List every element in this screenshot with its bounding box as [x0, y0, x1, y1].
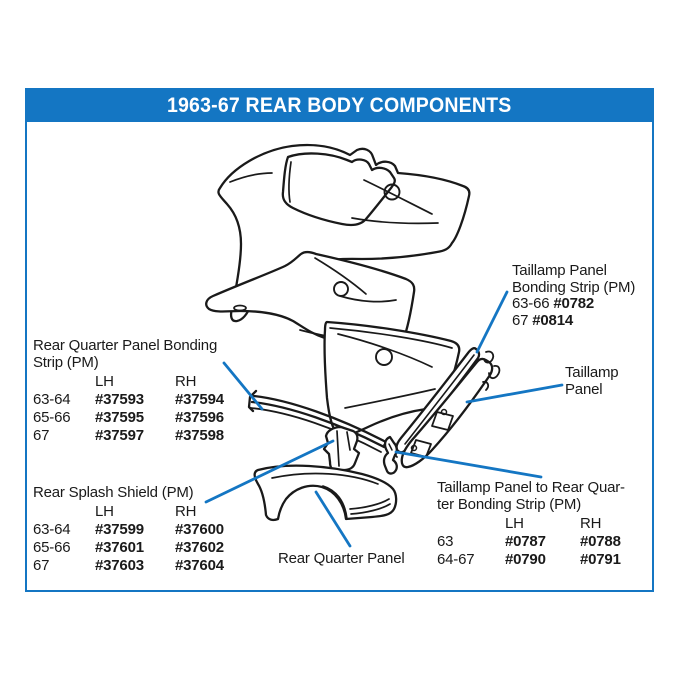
part-number: #37600	[175, 520, 224, 538]
parts-table: LH RH 63-64 #37593 #37594 65-66 #37595 #…	[33, 373, 255, 445]
year-cell: 64-67	[437, 551, 475, 568]
year-cell: 67	[33, 556, 50, 574]
part-number: #0787	[505, 533, 546, 550]
part-number: #37597	[95, 427, 144, 444]
title-bar: 1963-67 REAR BODY COMPONENTS	[27, 90, 652, 122]
col-header-rh: RH	[175, 502, 197, 520]
label-title-line1: Taillamp Panel	[512, 262, 607, 279]
taillamp-bonding-label: Taillamp Panel Bonding Strip (PM) 63-66 …	[512, 262, 636, 329]
label-line1: Taillamp	[565, 364, 619, 381]
part-number: #37595	[95, 409, 144, 426]
rear-quarter-bonding-label: Rear Quarter Panel Bonding Strip (PM) LH…	[33, 337, 255, 445]
col-header-lh: LH	[95, 502, 114, 520]
label-title-line2: ter Bonding Strip (PM)	[437, 495, 581, 513]
part-number: #37593	[95, 391, 144, 408]
rear-splash-shield-label: Rear Splash Shield (PM) LH RH 63-64 #375…	[33, 484, 255, 575]
parts-table: LH RH 63-64 #37599 #37600 65-66 #37601 #…	[33, 503, 255, 575]
part-number: #37601	[95, 538, 144, 556]
year-cell: 63-66	[512, 295, 550, 312]
year-cell: 63-64	[33, 520, 71, 538]
label-title-line1: Rear Quarter Panel Bonding	[33, 337, 218, 354]
part-number: #0791	[580, 551, 621, 568]
part-number: #0790	[505, 551, 546, 568]
part-number: #0782	[553, 295, 595, 312]
part-number: #37598	[175, 427, 224, 444]
col-header-lh: LH	[95, 373, 114, 390]
part-number: #37604	[175, 556, 224, 574]
part-number: #37599	[95, 520, 144, 538]
label-title: Rear Splash Shield (PM)	[33, 484, 194, 501]
part-number: #37596	[175, 409, 224, 426]
label-title-line1: Taillamp Panel to Rear Quar-	[437, 479, 625, 496]
year-cell: 63	[437, 533, 454, 550]
part-number: #0788	[580, 533, 621, 550]
year-cell: 63-64	[33, 391, 71, 408]
rear-quarter-panel-label: Rear Quarter Panel	[278, 550, 405, 568]
col-header-lh: LH	[505, 515, 524, 532]
taillamp-to-quarter-label: Taillamp Panel to Rear Quar- ter Bonding…	[437, 479, 655, 569]
label-title-line2: Strip (PM)	[33, 353, 99, 371]
year-cell: 67	[33, 427, 50, 444]
label-line2: Panel	[565, 380, 603, 398]
taillamp-panel-label: Taillamp Panel	[565, 364, 619, 398]
year-cell: 65-66	[33, 409, 71, 426]
page-title: 1963-67 REAR BODY COMPONENTS	[167, 94, 512, 117]
parts-table: LH RH 63 #0787 #0788 64-67 #0790 #0791	[437, 515, 655, 569]
year-cell: 67	[512, 311, 529, 329]
part-number: #37602	[175, 538, 224, 556]
part-number: #0814	[532, 311, 573, 329]
col-header-rh: RH	[175, 373, 197, 390]
part-number: #37594	[175, 391, 224, 408]
part-number: #37603	[95, 556, 144, 574]
year-cell: 65-66	[33, 538, 71, 556]
label-text: Rear Quarter Panel	[278, 550, 405, 567]
col-header-rh: RH	[580, 515, 602, 532]
label-title-line2: Bonding Strip (PM)	[512, 278, 636, 296]
